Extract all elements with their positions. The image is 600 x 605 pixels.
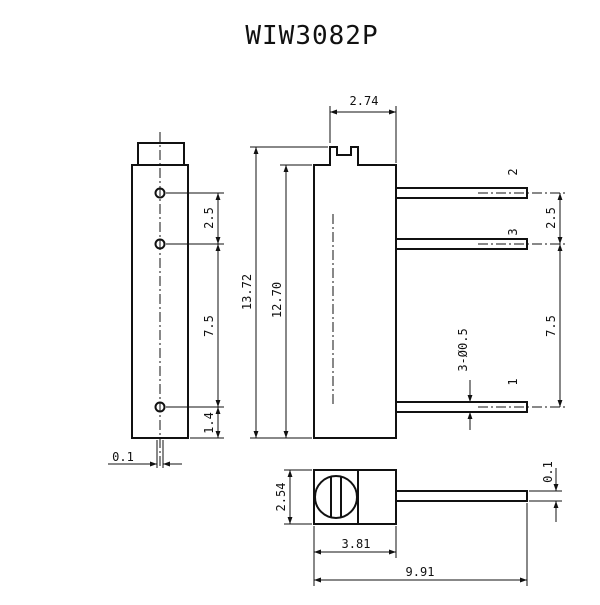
side-view: 2.5 7.5 1.4 0.1 [108,132,224,468]
front-view-body [313,146,397,439]
hole-upper [154,187,166,199]
pin-label-1: 1 [506,378,520,385]
drawing-title: WIW3082P [245,21,378,51]
dim-3-81: 3.81 [342,537,371,551]
dim-pin-diameter: 3-Ø0.5 [456,328,470,371]
dim-0-1-pin: 0.1 [541,461,555,483]
dim-1-4: 1.4 [202,412,216,434]
dim-0-1-side: 0.1 [112,450,134,464]
dim-2-74: 2.74 [350,94,379,108]
bottom-pin [395,490,528,502]
dim-2-54: 2.54 [274,483,288,512]
side-view-cap [137,142,185,166]
pin-3 [395,238,528,250]
bottom-view: 2.54 0.1 3.81 9.91 [274,461,562,586]
dim-9-91: 9.91 [406,565,435,579]
dim-7-5-right: 7.5 [544,315,558,337]
dim-12-70: 12.70 [270,282,284,318]
dim-7-5-left: 7.5 [202,315,216,337]
pin-2 [395,187,528,199]
front-view: 2 3 1 2.5 7.5 3-Ø0.5 2.74 13.72 12.70 [240,94,568,439]
hole-middle [154,238,166,250]
dim-2-5-left: 2.5 [202,207,216,229]
bottom-view-body [313,469,397,525]
pin-label-3: 3 [506,228,520,235]
hole-lower [154,401,166,413]
pin-label-2: 2 [506,168,520,175]
dim-2-5-right: 2.5 [544,207,558,229]
dim-13-72: 13.72 [240,274,254,310]
pin-1 [395,401,528,413]
